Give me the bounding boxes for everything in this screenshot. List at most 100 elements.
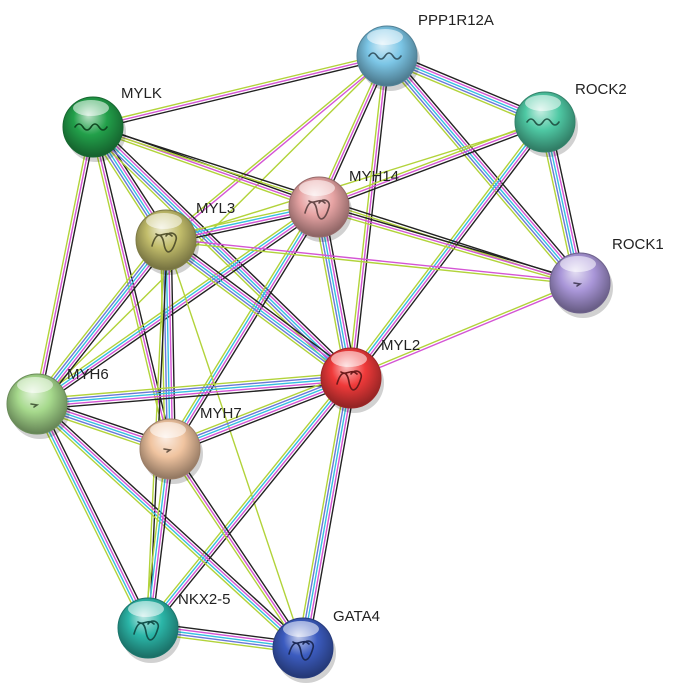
edge-myl3-gata4 [165,239,304,649]
edge-line-black [39,401,153,627]
node-label: GATA4 [333,608,380,625]
node-myh6[interactable]: MYH6 [6,366,109,439]
edge-line-black [36,382,353,410]
helix-icon [368,52,402,60]
edge-line-blue [163,241,351,381]
node-highlight [283,621,319,637]
protein-structure-icon [151,232,178,253]
edge-line-cyan [168,205,319,450]
edge-line-magenta [36,126,94,405]
edge-line-lime [36,55,388,405]
edge-line-magenta [169,448,304,649]
helix-icon [74,123,108,131]
edge-line-lime [165,239,304,649]
edge-myl3-myh7 [160,239,176,450]
edge-line-black [319,203,582,282]
protein-structure-icon [336,370,363,391]
edge-line-lime [165,121,546,241]
node-rock2[interactable]: ROCK2 [514,81,627,157]
edge-line-black [307,378,357,650]
edge-line-lime [32,236,163,402]
edge-line-black [171,382,354,455]
node-label: ROCK1 [612,236,664,253]
edge-myl2-myh7 [167,372,354,455]
edge-line-cyan [35,205,319,404]
node-label: MYH6 [67,366,109,383]
edge-line-magenta [165,238,581,283]
node-ppp1r12a[interactable]: PPP1R12A [356,12,494,91]
node-myl2[interactable]: MYL2 [320,337,420,413]
edge-line-lime [317,208,580,287]
edge-line-lime [164,54,387,240]
edge-line-magenta [148,378,353,630]
edge-line-magenta [351,122,547,380]
edge-line-magenta [170,206,321,451]
edge-line-lime [33,406,302,652]
edge-line-lime [34,203,318,402]
edge-myh14-myh7 [165,204,324,452]
node-label: MYLK [121,85,162,102]
edge-myl3-myh6 [32,236,171,408]
node-mylk[interactable]: MYLK [62,85,162,162]
edge-line-magenta [304,377,355,650]
node-nkx2-5[interactable]: NKX2-5 [117,591,231,663]
node-highlight [17,377,53,393]
edge-line-black [171,446,306,648]
edge-line-black [38,400,307,646]
edge-line-cyan [146,376,351,628]
edge-line-magenta [318,206,581,284]
edge-line-blue [299,376,350,649]
protein-structure-icon [304,199,331,220]
edge-myh6-nkx2-5 [32,401,153,631]
node-label: MYH7 [200,405,242,422]
edge-line-black [319,123,547,211]
dot-icon [163,448,173,453]
edge-line-lime [382,58,577,288]
edge-line-cyan [36,239,167,405]
edge-line-magenta [166,56,389,242]
edge-line-cyan [165,239,352,379]
edge-line-magenta [350,283,582,380]
edge-myl3-myl2 [162,235,355,383]
edge-ppp1r12a-mylk [91,52,389,131]
edge-line-cyan [169,377,352,450]
edge-line-lime [347,55,386,379]
node-highlight [73,100,109,116]
edge-rock1-myl2 [349,281,582,380]
node-highlight [525,95,561,111]
node-myh7[interactable]: MYH7 [139,405,242,484]
edge-mylk-myl2 [88,122,356,383]
edge-line-black [150,379,355,632]
edge-ppp1r12a-myl3 [164,54,389,242]
edge-line-lime [297,376,347,648]
edge-line-black [168,235,355,375]
edge-line-magenta [36,379,352,408]
node-highlight [128,601,164,617]
edge-line-lime [35,372,352,400]
node-label: MYH14 [349,168,399,185]
edge-ppp1r12a-rock1 [382,51,585,288]
node-rock1[interactable]: ROCK1 [549,236,664,318]
edge-myl2-nkx2-5 [144,374,355,632]
edge-rock2-myl3 [165,121,546,241]
dot-icon [573,282,583,287]
edge-myh6-gata4 [33,400,307,652]
edge-myl2-myh6 [35,372,353,410]
node-myh14[interactable]: MYH14 [288,168,399,242]
helix-icon [526,118,560,126]
edge-line-magenta [37,207,321,406]
edge-line-lime [89,126,169,451]
edge-line-lime [162,243,349,383]
edge-line-blue [162,239,169,450]
edge-line-lime [165,204,317,448]
edge-line-cyan [386,55,581,284]
edge-line-black [172,208,324,452]
edge-myl3-rock1 [165,238,581,285]
node-highlight [146,213,182,229]
edge-line-magenta [170,379,353,453]
edge-line-black [38,126,97,406]
edge-line-magenta [38,240,169,407]
node-myl3[interactable]: MYL3 [135,200,235,275]
node-gata4[interactable]: GATA4 [272,608,380,683]
